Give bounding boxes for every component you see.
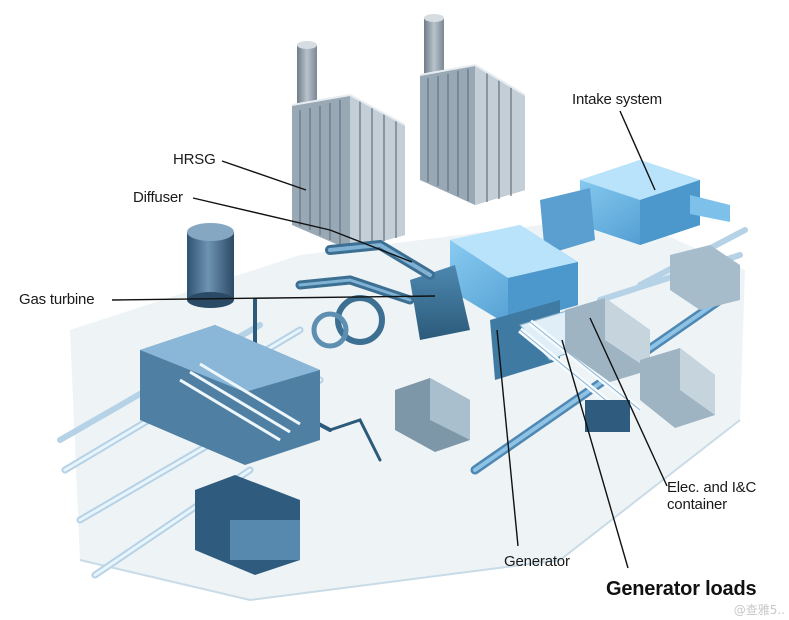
hrsg-unit-left: [291, 41, 406, 250]
label-diffuser: Diffuser: [133, 189, 183, 206]
machinery-left: [140, 325, 470, 575]
label-elec-container-line2: container: [667, 496, 727, 513]
label-generator-loads: Generator loads: [606, 578, 757, 600]
intake-system-block: [540, 160, 730, 255]
label-intake-system: Intake system: [572, 91, 662, 108]
hrsg-unit-right: [419, 14, 526, 205]
leader-gas-turbine: [111, 295, 436, 301]
leader-generator-loads: [561, 339, 629, 569]
label-elec-container: Elec. and I&C container: [667, 479, 787, 513]
leader-diffuser: [192, 197, 331, 231]
label-hrsg: HRSG: [173, 151, 216, 168]
leader-diffuser-2: [329, 229, 413, 263]
leader-hrsg: [221, 160, 307, 191]
diffuser-ducting: [295, 239, 435, 349]
storage-tank: [187, 223, 234, 308]
elec-containers: [565, 245, 740, 428]
gas-turbine-enclosure: [410, 225, 578, 380]
leader-lines: [111, 110, 668, 569]
label-elec-container-line1: Elec. and I&C: [667, 479, 757, 496]
leader-elec-container: [589, 317, 668, 487]
leader-intake: [619, 110, 656, 191]
label-generator: Generator: [504, 553, 570, 570]
watermark: @查雅5..: [733, 603, 785, 617]
leader-generator: [496, 329, 519, 547]
label-gas-turbine: Gas turbine: [19, 291, 95, 308]
